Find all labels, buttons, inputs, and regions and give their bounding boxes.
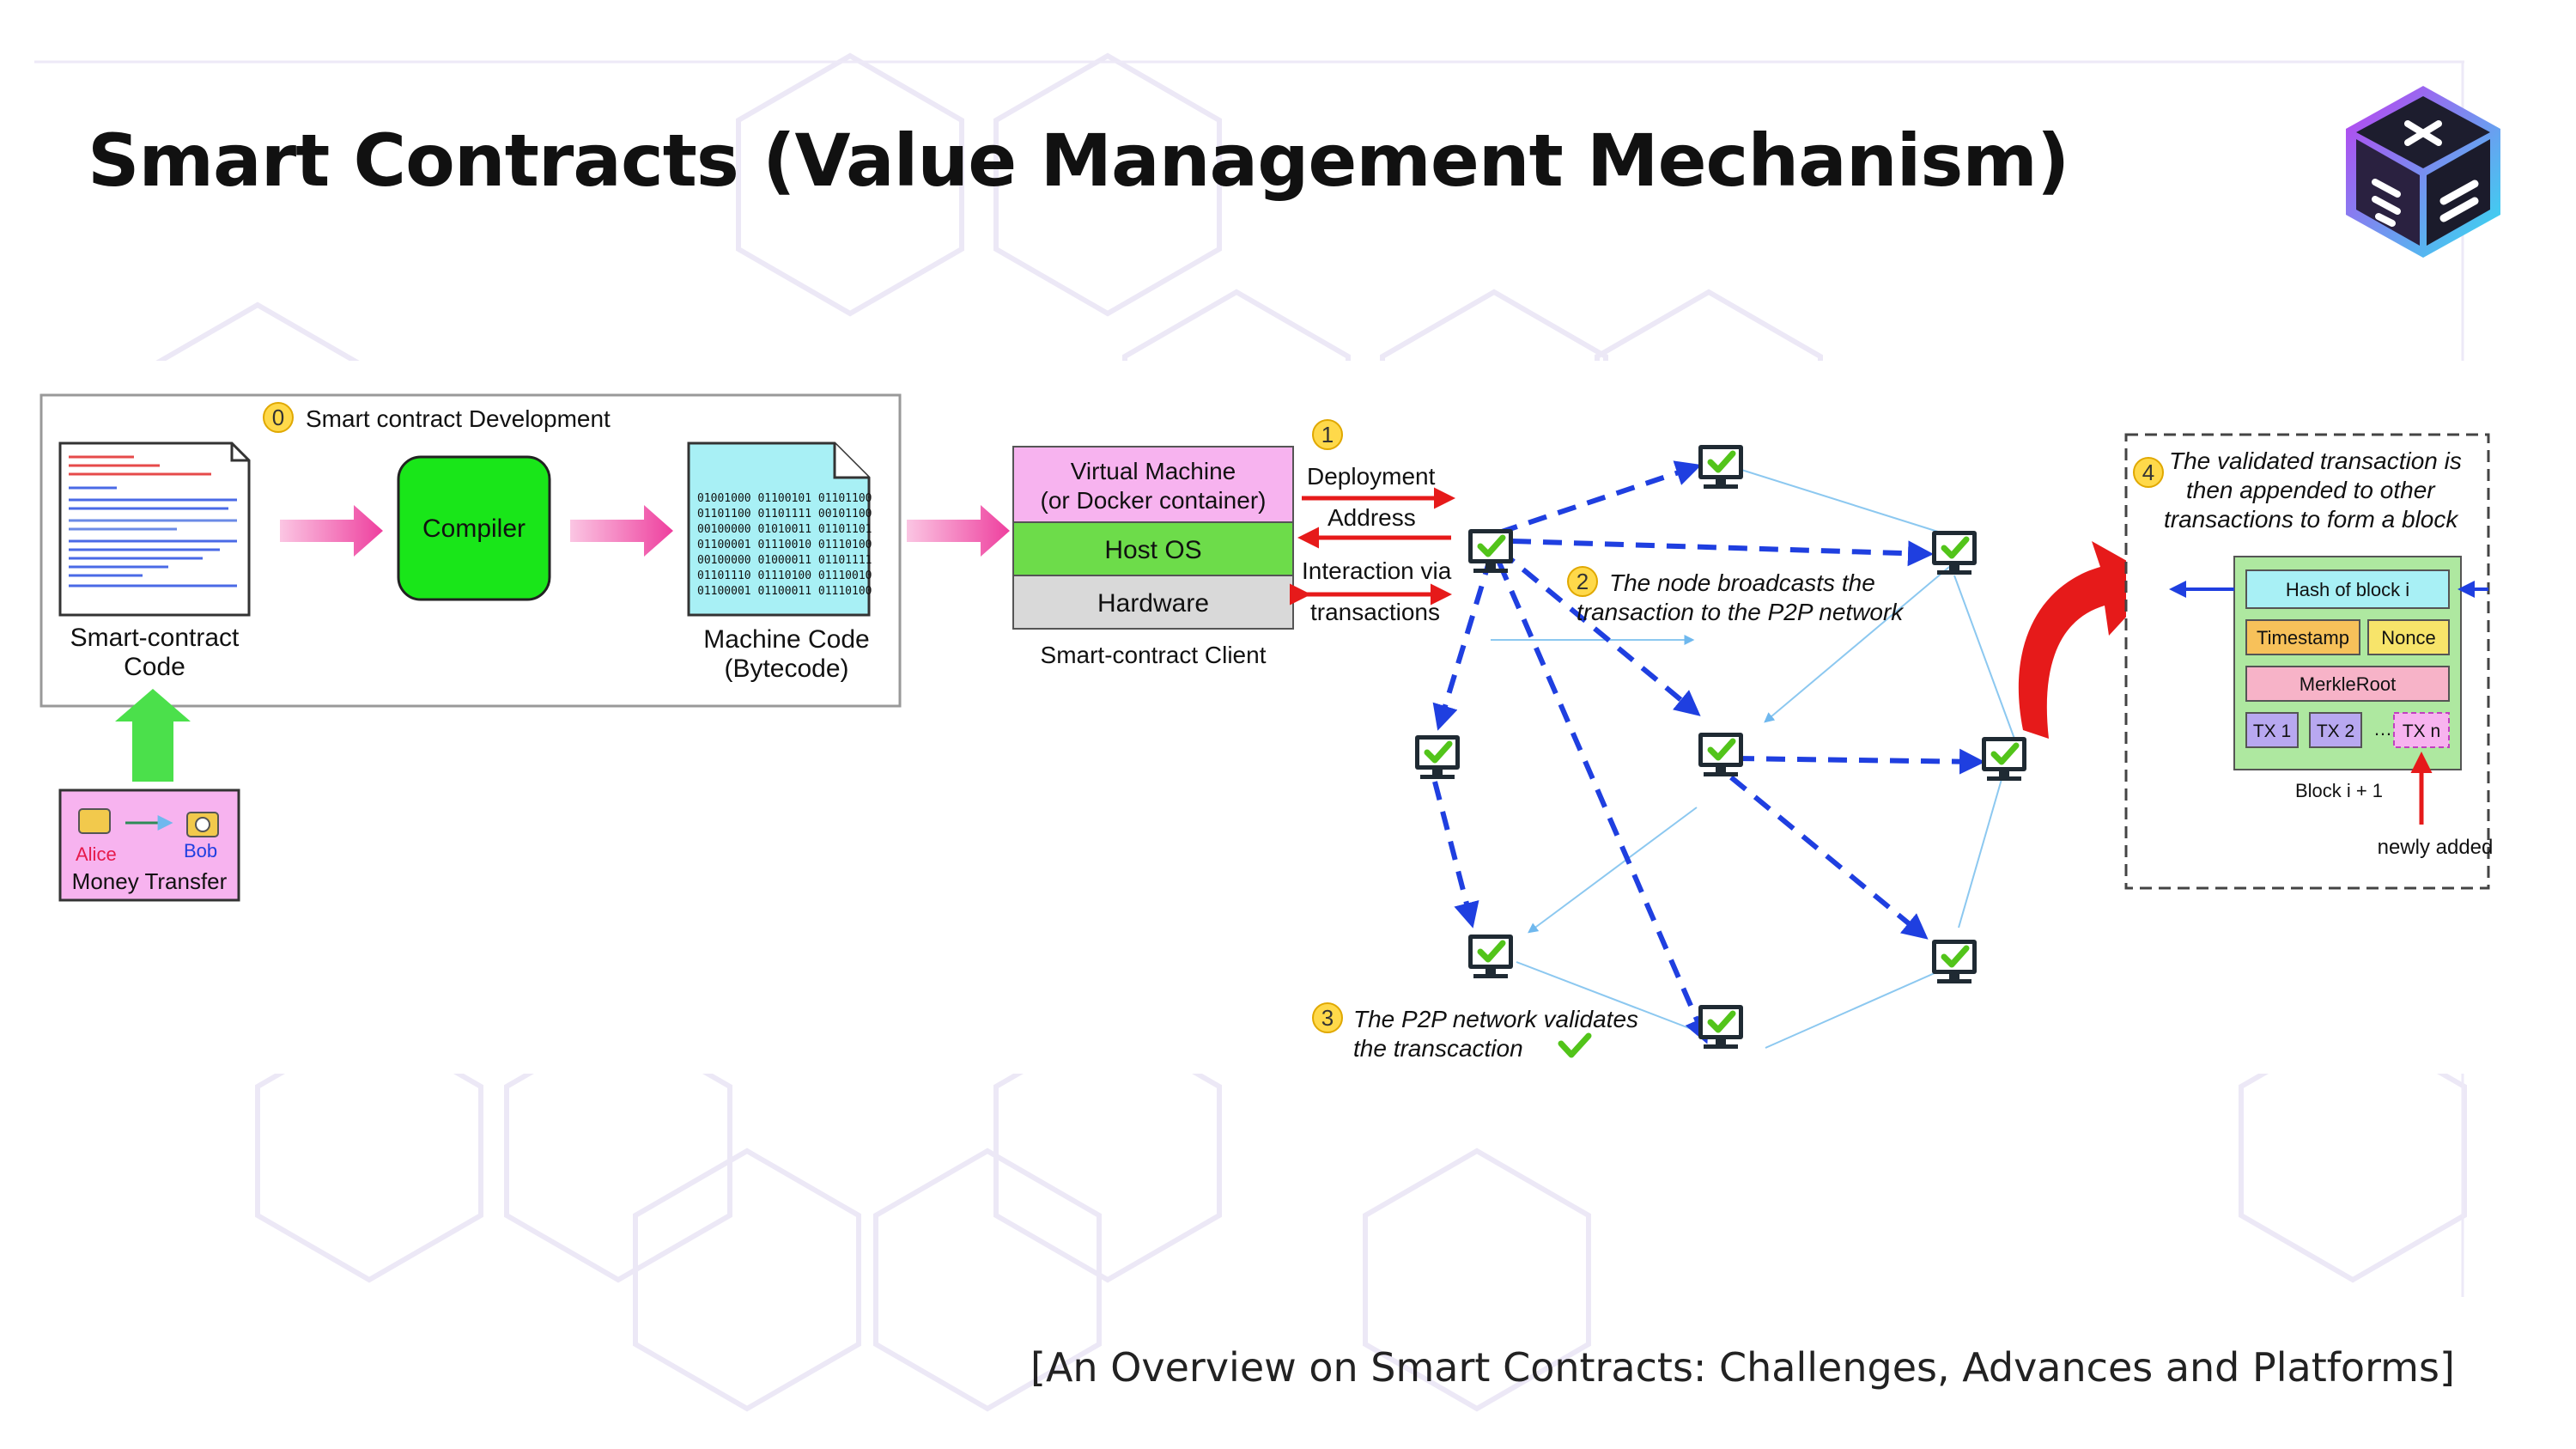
citation: [An Overview on Smart Contracts: Challen… xyxy=(1030,1344,2455,1391)
p2p-thin-links xyxy=(1491,463,2015,1049)
address-label: Address xyxy=(1327,504,1416,531)
os-layer xyxy=(1012,521,1294,576)
txn-field xyxy=(2393,712,2450,748)
arrow-to-bytecode xyxy=(570,505,673,557)
merkle-field xyxy=(2245,666,2450,702)
os-label: Host OS xyxy=(1104,536,1201,564)
block-label: Block i + 1 xyxy=(2295,780,2383,801)
bytecode-line: 00100000 01010011 01101101 xyxy=(697,523,872,536)
hardware-label: Hardware xyxy=(1097,589,1209,618)
step-0-badge: 0 xyxy=(272,405,284,430)
merkle-label: MerkleRoot xyxy=(2300,673,2396,695)
ellipsis: … xyxy=(2373,718,2392,740)
alice-label: Alice xyxy=(76,843,117,865)
hash-field xyxy=(2245,569,2450,609)
tx1-field xyxy=(2245,712,2299,748)
arrow-to-compiler xyxy=(280,505,383,557)
bytecode-label: Machine Code(Bytecode) xyxy=(703,625,869,683)
bytecode-line: 01100001 01110010 01110100 xyxy=(697,539,872,551)
tx1-label: TX 1 xyxy=(2253,721,2291,741)
validated-check-icon xyxy=(1558,1032,1592,1058)
bytecode-line: 00100000 01000011 01101111 xyxy=(697,554,872,567)
step-1-badge: 1 xyxy=(1321,422,1334,447)
nonce-field xyxy=(2367,619,2450,655)
timestamp-field xyxy=(2245,619,2360,655)
tx2-field xyxy=(2309,712,2362,748)
hash-label: Hash of block i xyxy=(2286,579,2409,600)
deployment-label: Deployment xyxy=(1307,463,1436,490)
client-caption: Smart-contract Client xyxy=(1041,642,1267,668)
p2p-broadcast-links xyxy=(1432,460,1985,1044)
bytecode-lines: 01001000 01100101 01101100 01101100 01101… xyxy=(697,492,872,598)
arrow-to-client xyxy=(907,505,1010,557)
bytecode-line: 01001000 01100101 01101100 xyxy=(697,492,872,505)
tx2-label: TX 2 xyxy=(2317,721,2354,741)
bytecode-line: 01100001 01100011 01110100 xyxy=(697,585,872,598)
newly-added-label: newly added xyxy=(2378,836,2494,859)
hardware-layer xyxy=(1012,575,1294,630)
step-2-badge: 2 xyxy=(1577,569,1589,594)
smart-contract-figure: 0 Smart contract Development Smart-contr… xyxy=(39,361,2512,1074)
step-4-badge: 4 xyxy=(2142,460,2154,485)
bob-label: Bob xyxy=(184,840,217,861)
vm-label: Virtual Machine(or Docker container) xyxy=(1041,458,1267,514)
green-up-arrow xyxy=(115,689,191,782)
nonce-label: Nonce xyxy=(2381,627,2436,648)
compiler-box xyxy=(397,455,551,601)
cube-logo-icon xyxy=(2346,86,2500,258)
wallet-icon xyxy=(78,808,219,837)
money-transfer-label: Money Transfer xyxy=(72,868,228,894)
bytecode-line: 01101110 01110100 01110010 xyxy=(697,569,872,582)
source-code-document xyxy=(58,441,251,617)
vm-layer xyxy=(1012,446,1294,523)
compiler-label: Compiler xyxy=(422,514,526,543)
txn-label: TX n xyxy=(2403,721,2440,741)
bytecode-line: 01101100 01101111 00101100 xyxy=(697,508,872,521)
timestamp-label: Timestamp xyxy=(2257,627,2349,648)
bytecode-document xyxy=(687,441,871,617)
step-3-badge: 3 xyxy=(1321,1005,1334,1031)
development-title: Smart contract Development xyxy=(306,405,611,432)
slide-title: Smart Contracts (Value Management Mechan… xyxy=(88,119,2069,203)
